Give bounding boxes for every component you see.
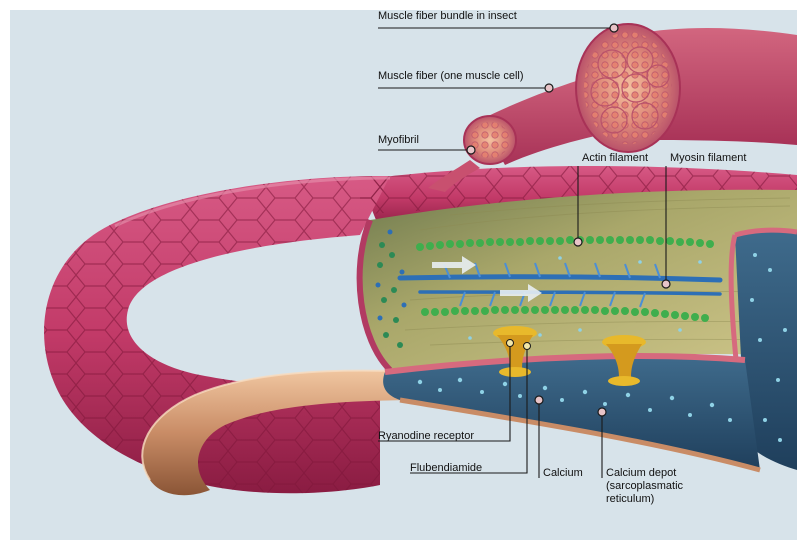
label-myosin-filament: Myosin filament	[670, 152, 746, 165]
label-myofibril: Myofibril	[378, 134, 419, 147]
label-ryanodine-receptor: Ryanodine receptor	[378, 430, 474, 443]
label-flubendiamide: Flubendiamide	[410, 462, 482, 475]
label-calcium-depot: Calcium depot (sarcoplasmatic reticulum)	[606, 467, 683, 506]
label-muscle-fiber-bundle: Muscle fiber bundle in insect	[378, 10, 517, 23]
label-calcium: Calcium	[543, 467, 583, 480]
label-actin-filament: Actin filament	[582, 152, 648, 165]
label-muscle-fiber: Muscle fiber (one muscle cell)	[378, 70, 524, 83]
